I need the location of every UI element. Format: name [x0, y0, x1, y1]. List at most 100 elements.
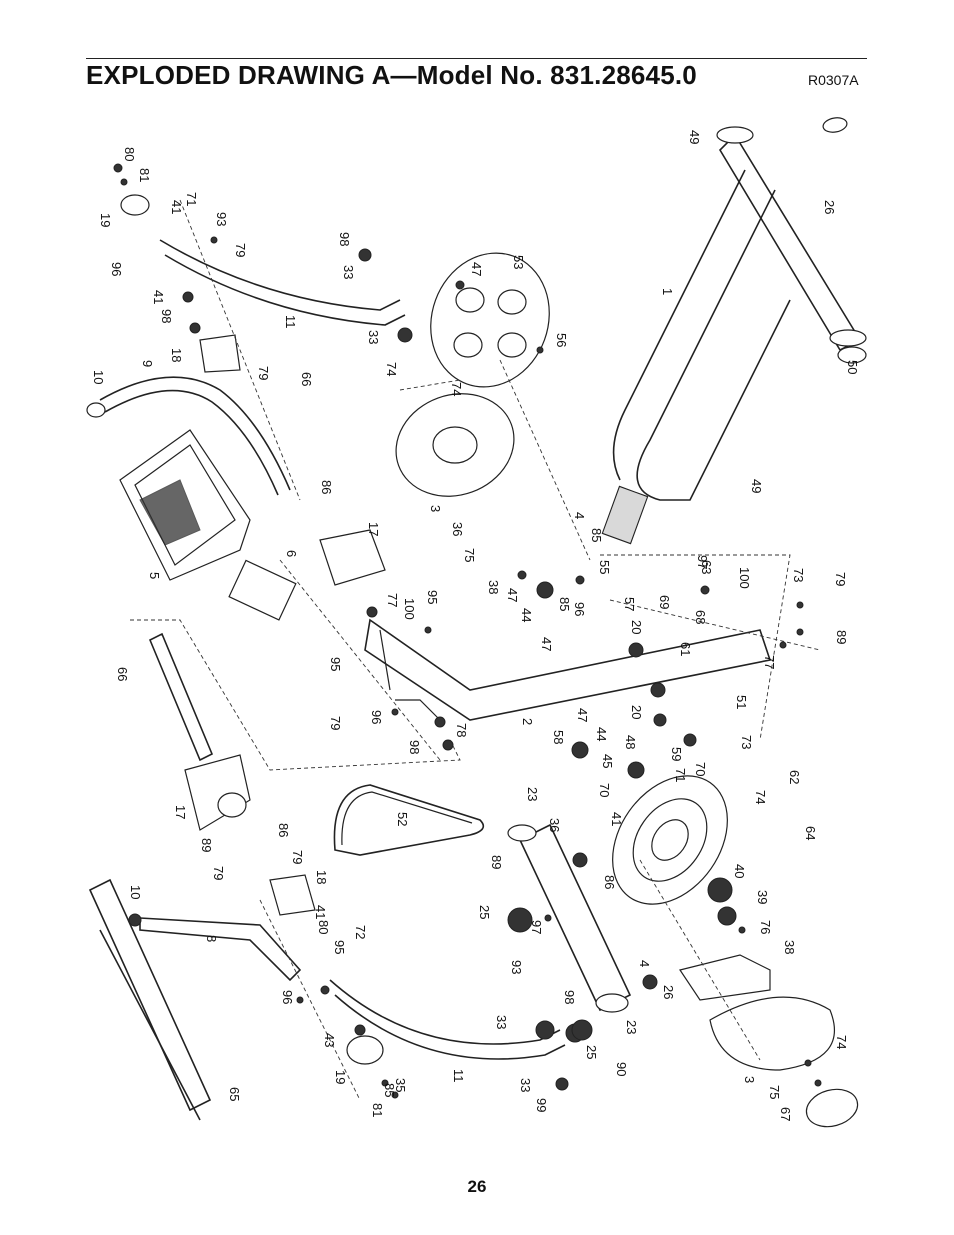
part-label: 74 [834, 1035, 849, 1049]
part-label: 44 [519, 608, 534, 622]
part-label: 3 [428, 505, 443, 512]
part-label: 4 [572, 512, 587, 519]
part-label: 53 [511, 255, 526, 269]
part-label: 10 [128, 885, 143, 899]
part-label: 69 [657, 595, 672, 609]
part-label: 72 [353, 925, 368, 939]
part-label: 90 [614, 1062, 629, 1076]
part-label: 85 [589, 528, 604, 542]
part-label: 85 [557, 597, 572, 611]
part-label: 73 [739, 735, 754, 749]
part-label: 23 [624, 1020, 639, 1034]
part-label: 93 [214, 212, 229, 226]
page-title: EXPLODED DRAWING A—Model No. 831.28645.0 [86, 60, 697, 90]
part-label: 40 [732, 864, 747, 878]
hardware-parts [113, 163, 822, 1099]
part-label: 86 [276, 823, 291, 837]
part-label: 89 [489, 855, 504, 869]
pivot-assemblies-part [120, 194, 386, 1065]
part-label: 63 [699, 560, 714, 574]
part-label: 18 [169, 348, 184, 362]
part-label: 97 [529, 920, 544, 934]
part-label: 55 [597, 560, 612, 574]
part-label: 80 [122, 147, 137, 161]
part-label: 56 [554, 333, 569, 347]
part-label: 62 [787, 770, 802, 784]
part-label: 96 [109, 262, 124, 276]
part-label: 85 [382, 1083, 397, 1097]
part-label: 89 [199, 838, 214, 852]
part-label: 41 [151, 290, 166, 304]
part-label: 5 [147, 572, 162, 579]
part-label: 41 [609, 812, 624, 826]
part-label: 79 [328, 716, 343, 730]
part-label: 93 [509, 960, 524, 974]
part-label: 1 [660, 288, 675, 295]
part-label: 33 [366, 330, 381, 344]
part-label: 73 [791, 568, 806, 582]
part-label: 95 [332, 940, 347, 954]
part-label: 10 [91, 370, 106, 384]
part-label: 98 [337, 232, 352, 246]
part-label: 36 [547, 818, 562, 832]
part-label: 96 [572, 602, 587, 616]
part-label: 47 [575, 708, 590, 722]
part-label: 75 [462, 548, 477, 562]
part-label: 64 [803, 826, 818, 840]
part-label: 98 [562, 990, 577, 1004]
part-label: 41 [169, 200, 184, 214]
part-label: 4 [637, 960, 652, 967]
part-label: 11 [451, 1069, 466, 1083]
part-label: 58 [551, 730, 566, 744]
part-label: 77 [385, 593, 400, 607]
drawing-code: R0307A [808, 72, 859, 88]
belt-part [333, 784, 485, 856]
part-label: 47 [539, 637, 554, 651]
header-rule [86, 58, 867, 59]
part-label: 59 [669, 747, 684, 761]
part-label: 48 [623, 735, 638, 749]
part-label: 19 [333, 1070, 348, 1084]
part-label: 67 [778, 1107, 793, 1121]
part-label: 8 [204, 935, 219, 942]
handle-frame-part [601, 117, 867, 545]
part-label: 38 [782, 940, 797, 954]
part-label: 61 [678, 642, 693, 656]
part-label: 100 [402, 598, 417, 620]
part-label: 33 [494, 1015, 509, 1029]
part-label: 36 [450, 522, 465, 536]
part-label: 79 [833, 572, 848, 586]
part-label: 25 [477, 905, 492, 919]
part-label: 19 [98, 213, 113, 227]
part-label: 95 [425, 590, 440, 604]
part-label: 6 [284, 550, 299, 557]
part-label: 57 [622, 597, 637, 611]
part-label: 51 [734, 695, 749, 709]
part-label: 38 [486, 580, 501, 594]
part-label: 98 [407, 740, 422, 754]
part-label: 86 [319, 480, 334, 494]
lower-tubes-part [88, 632, 302, 1121]
part-label: 74 [449, 382, 464, 396]
part-label: 35 [393, 1078, 408, 1092]
part-label: 68 [693, 610, 708, 624]
part-label: 33 [341, 265, 356, 279]
part-label: 44 [594, 727, 609, 741]
part-label: 71 [184, 192, 199, 206]
part-label: 9 [140, 360, 155, 367]
part-label: 79 [290, 850, 305, 864]
part-label: 70 [597, 783, 612, 797]
part-label: 86 [602, 875, 617, 889]
part-label: 17 [173, 805, 188, 819]
part-label: 70 [693, 762, 708, 776]
flywheel-part [395, 252, 550, 497]
part-label: 11 [283, 315, 298, 329]
part-label: 49 [687, 130, 702, 144]
part-label: 89 [834, 630, 849, 644]
part-label: 81 [370, 1103, 385, 1117]
part-label: 20 [629, 705, 644, 719]
part-label: 79 [233, 243, 248, 257]
part-label: 20 [629, 620, 644, 634]
assembly-lines [130, 199, 821, 1101]
